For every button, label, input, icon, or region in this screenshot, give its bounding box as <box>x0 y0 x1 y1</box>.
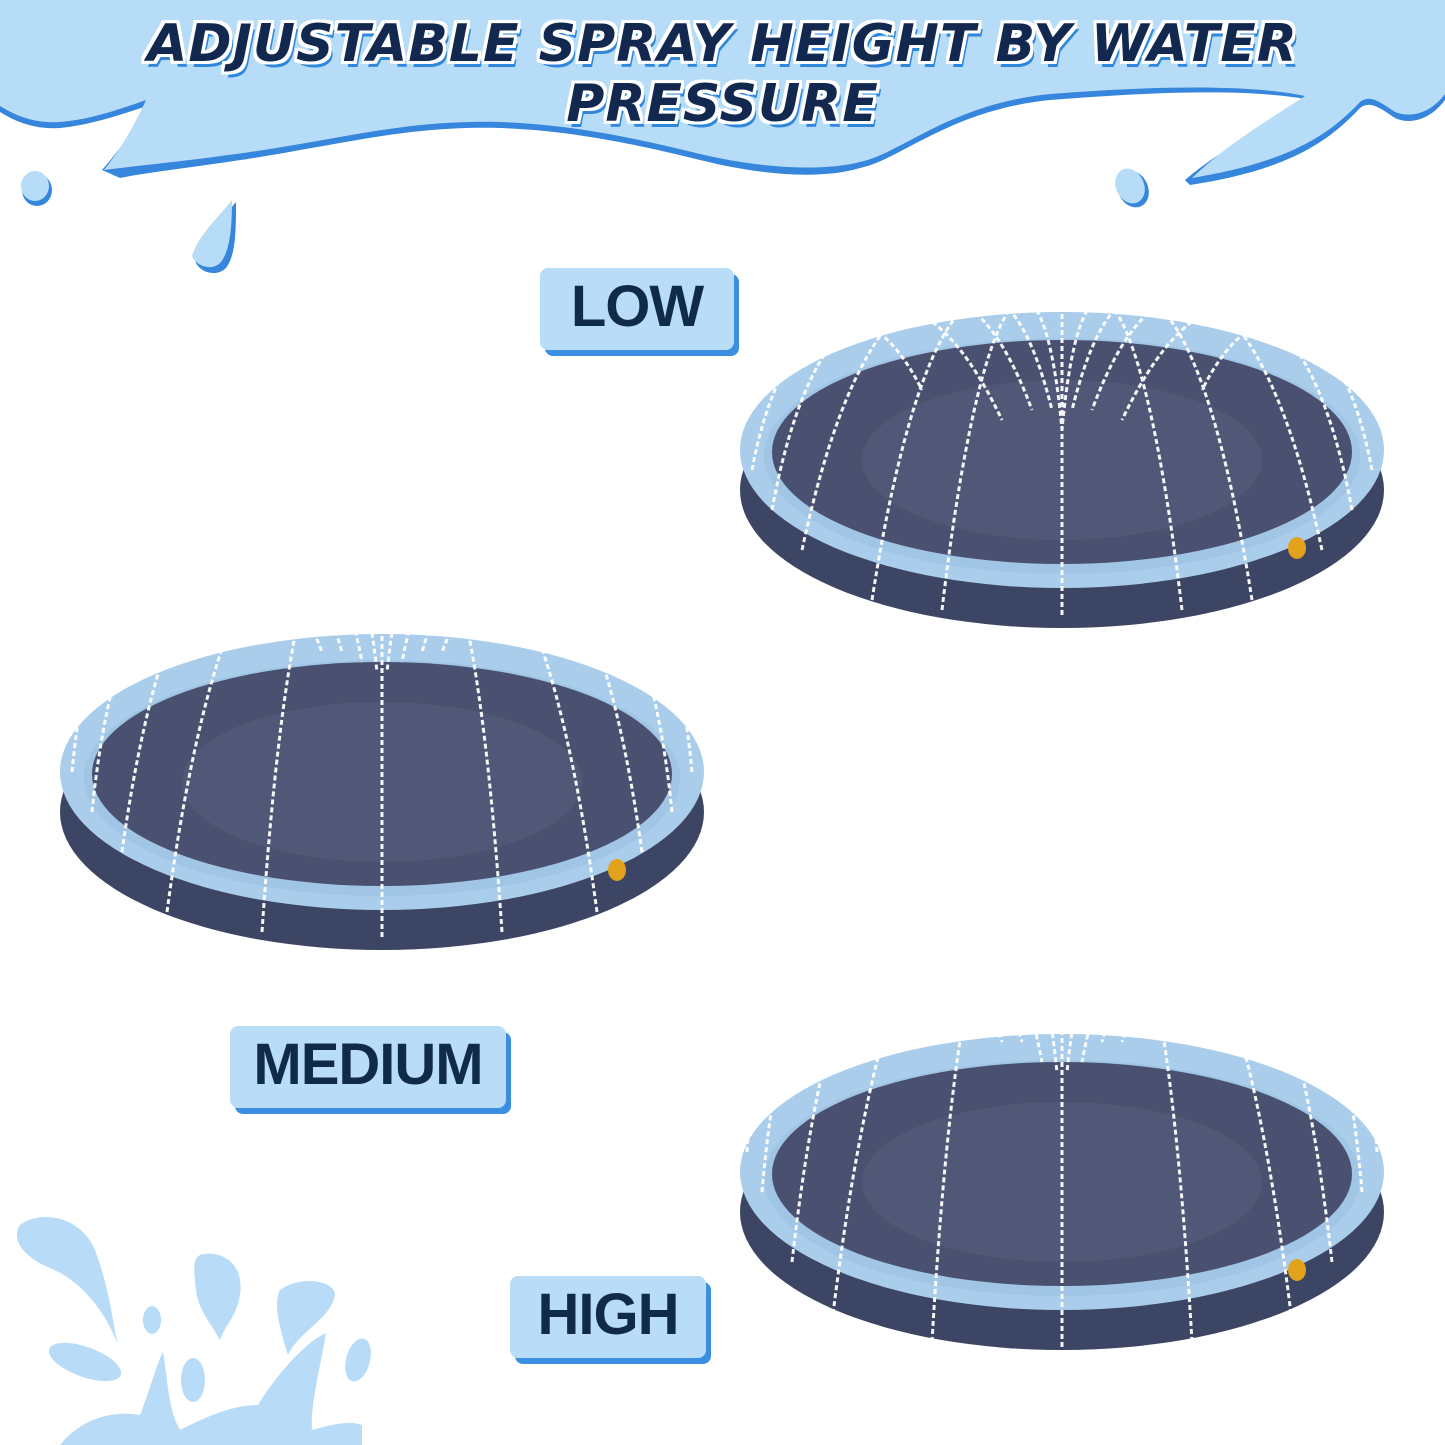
pool-low <box>740 220 1384 628</box>
pool-high <box>740 822 1384 1350</box>
badge-high: HIGH <box>510 1276 706 1358</box>
badge-medium-label: MEDIUM <box>253 1032 483 1097</box>
water-banner <box>0 0 1445 178</box>
water-splash-icon <box>16 1217 371 1445</box>
pool-medium <box>60 452 704 950</box>
water-drop-icon <box>21 171 49 201</box>
badge-low: LOW <box>540 268 734 350</box>
water-drop-icon <box>1115 168 1145 204</box>
water-drop-icon <box>192 200 232 268</box>
page-title: ADJUSTABLE SPRAY HEIGHT BY WATER PRESSUR… <box>147 14 1298 134</box>
badge-low-label: LOW <box>570 274 704 339</box>
badge-high-label: HIGH <box>537 1282 680 1347</box>
badge-medium: MEDIUM <box>230 1026 506 1108</box>
